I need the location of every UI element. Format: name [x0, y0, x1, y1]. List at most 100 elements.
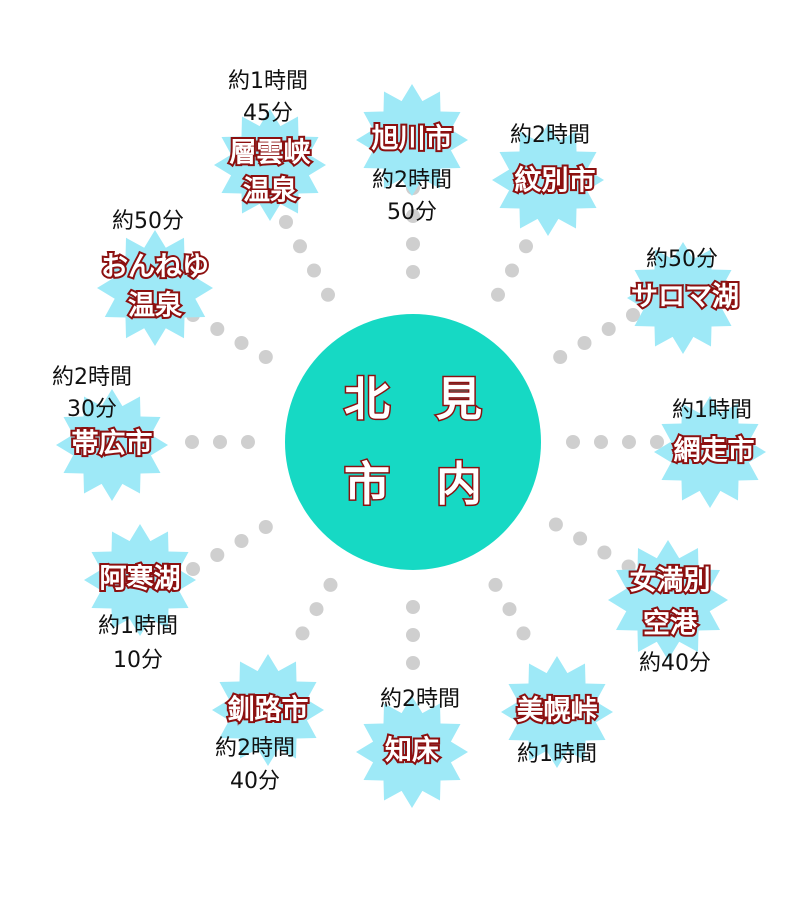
connector-dot — [622, 435, 636, 449]
destinations: 旭川市約2時間50分紋別市約2時間サロマ湖約50分網走市約1時間女満別空港約40… — [52, 69, 766, 808]
travel-time: 約50分 — [112, 209, 184, 234]
connector-dot — [406, 265, 420, 279]
connector-dot — [553, 350, 568, 364]
destination-monbetsu: 紋別市 約2時間 — [492, 123, 604, 236]
connector-dot — [566, 435, 580, 449]
connector-dot — [258, 350, 273, 364]
connector-dot — [491, 287, 505, 302]
destination-abashiri: 網走市 約1時間 — [654, 396, 766, 508]
destination-name: 層雲峡 — [230, 138, 311, 169]
travel-time: 30分 — [67, 397, 117, 422]
connector-dot — [505, 263, 519, 278]
connector-dot — [241, 435, 255, 449]
star-burst-icon — [501, 656, 613, 768]
connector-dot — [210, 322, 225, 336]
connector-dot — [186, 562, 200, 576]
star-burst-icon — [212, 654, 324, 766]
travel-time: 約50分 — [646, 247, 718, 272]
travel-time: 45分 — [243, 101, 293, 126]
connector-dot — [597, 545, 612, 560]
star-burst-icon — [608, 540, 728, 660]
connector-dot — [234, 336, 249, 350]
travel-time: 約1時間 — [98, 614, 178, 639]
travel-time: 10分 — [113, 648, 163, 673]
connector-dot — [185, 435, 199, 449]
center-node: 北 見 市 内 — [285, 314, 541, 570]
destination-name: 女満別 — [630, 565, 711, 597]
travel-time: 50分 — [387, 200, 437, 225]
destination-name: サロマ湖 — [631, 282, 739, 313]
connector-dot — [321, 287, 335, 302]
travel-time: 約2時間 — [215, 736, 295, 761]
connector-dot — [293, 239, 307, 254]
connector-dot — [406, 628, 420, 642]
star-burst-icon — [56, 389, 168, 501]
destination-name: 網走市 — [674, 435, 755, 467]
connector-dot — [573, 531, 588, 546]
destination-name: 旭川市 — [372, 123, 453, 155]
destination-name: 知床 — [385, 735, 439, 767]
connector-dot — [213, 435, 227, 449]
star-burst-icon — [356, 696, 468, 808]
connector-dot — [650, 435, 664, 449]
travel-time: 約2時間 — [52, 365, 132, 390]
destination-name: 温泉 — [243, 175, 298, 207]
travel-time: 約40分 — [639, 651, 711, 676]
destination-name: 美幌峠 — [517, 695, 598, 727]
travel-time: 約1時間 — [517, 742, 597, 767]
center-label-line2: 市 内 — [344, 457, 482, 511]
star-burst-icon — [97, 230, 213, 346]
connector-dot — [601, 322, 616, 336]
star-burst-icon — [356, 84, 468, 196]
connector-dot — [295, 626, 310, 641]
connector-dot — [210, 548, 225, 562]
destination-saroma: サロマ湖 約50分 — [627, 242, 741, 354]
center-label-line1: 北 見 — [344, 372, 482, 426]
travel-time: 約2時間 — [372, 168, 452, 193]
star-burst-icon — [654, 396, 766, 508]
connector-dot — [406, 600, 420, 614]
destination-obihiro: 帯広市 約2時間 30分 — [52, 365, 168, 501]
destination-name: 紋別市 — [515, 165, 596, 197]
star-burst-icon — [492, 124, 604, 236]
connector-dot — [309, 602, 324, 617]
connector-dot — [626, 308, 640, 322]
connector-dot — [234, 534, 249, 548]
destination-name: 空港 — [643, 608, 698, 640]
connector-dot — [502, 602, 517, 617]
star-burst-icon — [84, 524, 196, 636]
connector-dot — [594, 435, 608, 449]
center-circle — [285, 314, 541, 570]
travel-time: 約1時間 — [228, 69, 308, 94]
connector-dot — [307, 263, 321, 278]
travel-time: 約2時間 — [380, 687, 460, 712]
connector-dot — [548, 517, 563, 532]
connector-dot — [323, 577, 338, 592]
destination-name: 阿寒湖 — [100, 563, 181, 595]
travel-time: 約2時間 — [510, 123, 590, 148]
connector-dot — [406, 656, 420, 670]
destination-name: 帯広市 — [72, 428, 153, 460]
destination-name: 釧路市 — [228, 694, 309, 726]
connector-dot — [258, 520, 273, 534]
destination-name: 温泉 — [128, 290, 183, 322]
star-burst-icon — [214, 109, 326, 221]
travel-time: 40分 — [230, 769, 280, 794]
travel-time: 約1時間 — [672, 398, 752, 423]
connector-dot — [516, 626, 531, 641]
connector-dot — [519, 239, 533, 254]
connector-dot — [488, 577, 503, 592]
star-burst-icon — [627, 242, 739, 354]
destination-shiretoko: 知床 約2時間 — [356, 687, 468, 808]
connector-dot — [279, 215, 293, 229]
connector-dot — [406, 209, 420, 223]
connector-dot — [406, 237, 420, 251]
